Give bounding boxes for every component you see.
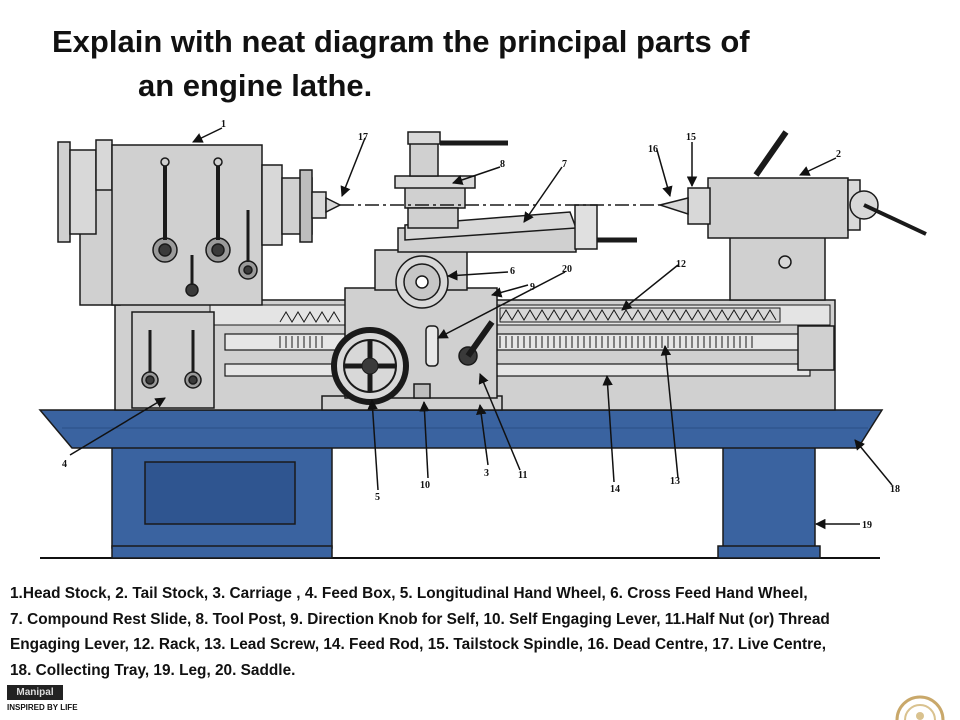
callout-labels: 1 2 3 4 5 6 7 8 9 10 11 12 13 14 15 16 1… [62,119,900,531]
callout-18: 18 [890,484,900,495]
callout-arrows [69,127,893,530]
legend-line-4: 18. Collecting Tray, 19. Leg, 20. Saddle… [10,661,296,679]
legend-line-2: 7. Compound Rest Slide, 8. Tool Post, 9.… [10,610,830,628]
callout-11: 11 [518,470,527,481]
legend-line-1: 1.Head Stock, 2. Tail Stock, 3. Carriage… [10,585,808,602]
callout-5: 5 [375,492,380,503]
callout-17: 17 [358,132,368,143]
title-line-2: an engine lathe. [138,68,373,103]
collecting-tray [38,409,884,449]
end-bracket [797,325,835,371]
callout-13: 13 [670,476,680,487]
right-leg [717,439,821,559]
tailstock [657,130,927,301]
callout-1: 1 [221,119,226,130]
institute-seal-icon [895,695,945,720]
callout-12: 12 [676,259,686,270]
callout-10: 10 [420,480,430,491]
apron-controls [413,320,495,399]
callout-8: 8 [500,159,505,170]
callout-6: 6 [510,266,515,277]
lead-screw [224,333,811,351]
callout-16: 16 [648,144,658,155]
callout-3: 3 [484,468,489,479]
headstock [57,139,342,306]
rack [279,307,781,323]
callout-14: 14 [610,484,620,495]
parts-legend: 1.Head Stock, 2. Tail Stock, 3. Carriage… [10,581,950,683]
logo-wordmark: Manipal [7,685,63,700]
callout-7: 7 [562,159,567,170]
lathe-diagram: 1 2 3 4 5 6 7 8 9 10 11 12 13 14 15 16 1… [38,119,927,559]
left-leg [111,439,333,559]
callout-4: 4 [62,459,67,470]
legend-line-3: Engaging Lever, 12. Rack, 13. Lead Screw… [10,636,827,653]
callout-20: 20 [562,264,572,275]
callout-9: 9 [530,282,535,293]
feed-rod [224,363,811,377]
callout-2: 2 [836,149,841,160]
manipal-logo: Manipal INSPIRED BY LIFE [7,685,78,717]
feed-box [131,311,215,409]
callout-19: 19 [862,520,872,531]
title-line-1: Explain with neat diagram the principal … [52,24,750,59]
longitudinal-hand-wheel [331,327,409,405]
callout-15: 15 [686,132,696,143]
logo-tagline: INSPIRED BY LIFE [7,703,78,712]
